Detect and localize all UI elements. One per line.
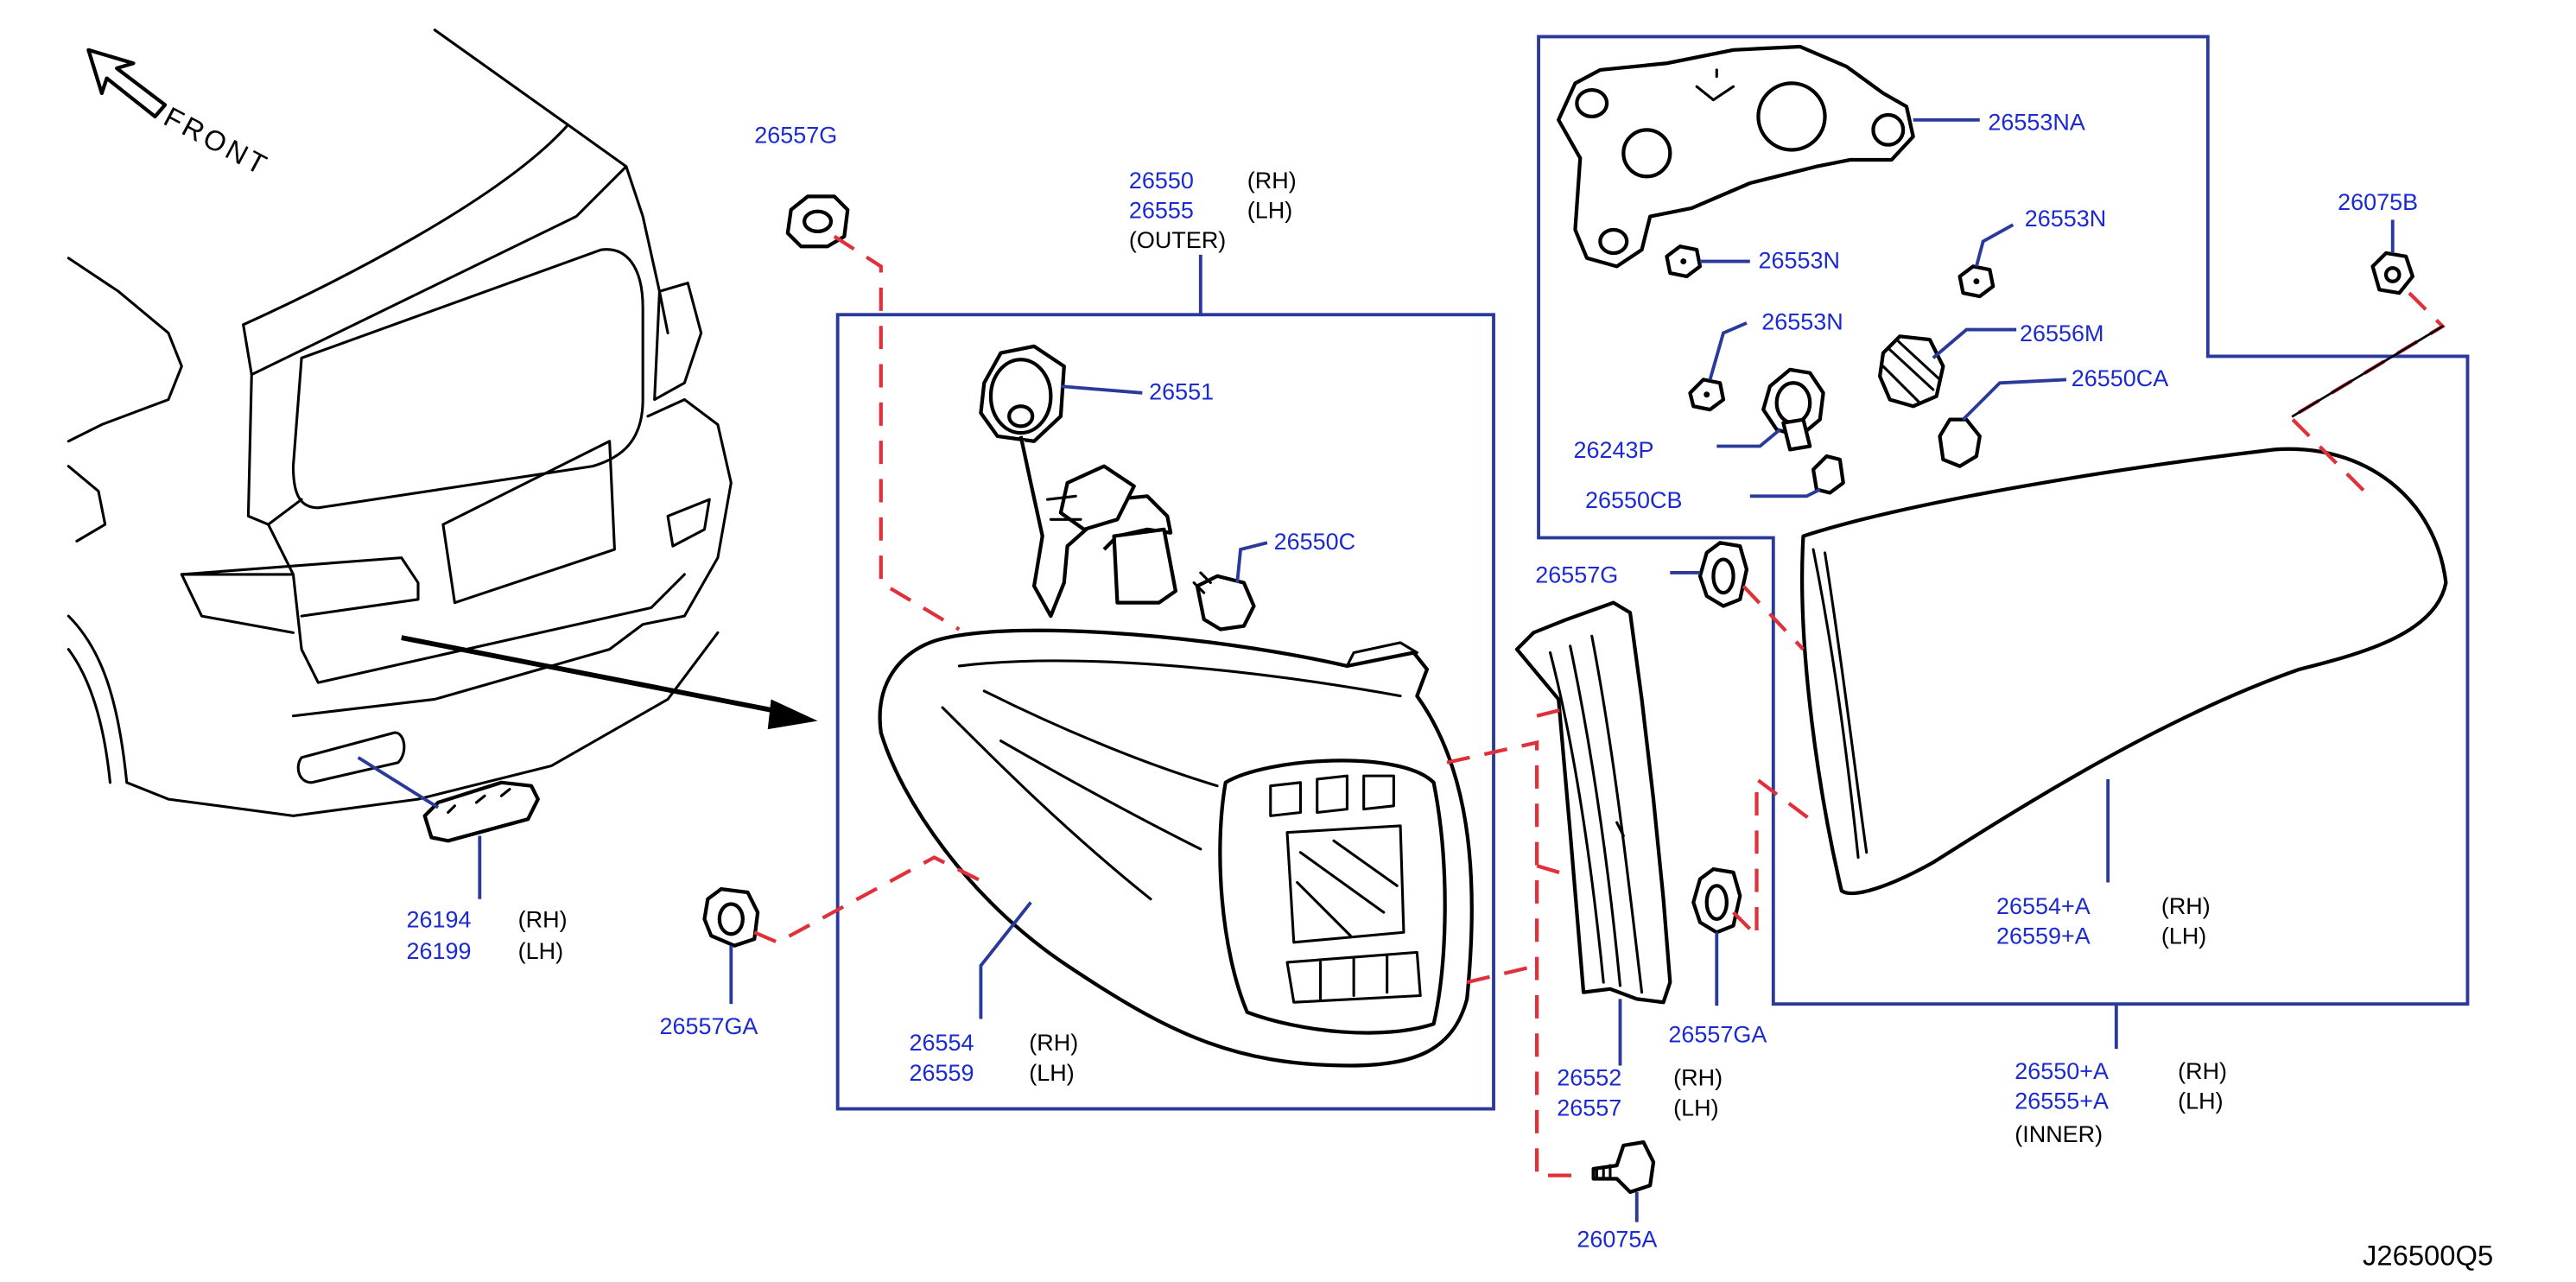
part-number-26550cb: 26550CB <box>1585 487 1682 513</box>
part-number-26557g: 26557G <box>754 123 837 149</box>
grommet-26557g-mid <box>1670 541 1805 651</box>
part-number-26559-a: 26559+A <box>1996 923 2091 949</box>
rear-reflector <box>357 756 540 899</box>
part-number-26557: 26557 <box>1557 1095 1621 1120</box>
bulb-socket-26551 <box>979 344 1143 443</box>
fit-line-outer-to-gasket <box>1446 739 1581 1177</box>
part-number-26555: 26555 <box>1129 197 1194 223</box>
part-number-26554-a: 26554+A <box>1996 893 2091 919</box>
part-number-26559: 26559 <box>910 1060 974 1086</box>
part-number-26550ca: 26550CA <box>2072 365 2168 391</box>
label-26552: 26552 (RH) 26557 (LH) <box>1557 1065 1723 1121</box>
front-label: FRONT <box>159 100 275 182</box>
part-number-26551: 26551 <box>1149 379 1214 405</box>
bulb-26550c <box>1192 541 1268 631</box>
side-rh: (RH) <box>1673 1065 1723 1091</box>
inner-lamp-group-box <box>1537 35 2470 1006</box>
label-26550-outer: 26550 (RH) 26555 (LH) (OUTER) <box>1129 168 1297 253</box>
outer-lamp-housing <box>878 628 1474 1068</box>
label-26194: 26194 (RH) 26199 (LH) <box>407 906 568 964</box>
side-lh: (LH) <box>1029 1060 1074 1086</box>
part-number-26555-a: 26555+A <box>2014 1088 2109 1114</box>
part-number-26553na: 26553NA <box>1988 109 2084 135</box>
grommet-26557ga-left <box>702 855 986 1005</box>
label-26550a-inner: 26550+A (RH) 26555+A (LH) (INNER) <box>2014 1058 2227 1147</box>
grommet-26557ga-right <box>1691 775 1811 1006</box>
nut-26553n-a <box>1665 244 1750 279</box>
bulb-26550cb <box>1749 454 1845 498</box>
bolt-26075a <box>1591 1139 1656 1222</box>
side-rh: (RH) <box>1247 168 1297 194</box>
label-26554a: 26554+A (RH) 26559+A (LH) <box>1996 893 2211 949</box>
part-number-26552: 26552 <box>1557 1065 1621 1091</box>
inner-note: (INNER) <box>2014 1121 2103 1147</box>
part-number-26550: 26550 <box>1129 168 1194 194</box>
side-rh: (RH) <box>2161 893 2211 919</box>
part-number-26553n: 26553N <box>1758 247 1839 273</box>
nut-26553n-b <box>1957 223 2014 299</box>
vehicle-rear-illustration <box>67 29 733 817</box>
part-number-26550c: 26550C <box>1274 529 1355 555</box>
bulb-socket-26556m <box>1878 327 2017 409</box>
side-rh: (RH) <box>2178 1058 2227 1084</box>
part-number-26554: 26554 <box>910 1030 974 1056</box>
inner-lamp-housing <box>1800 418 2448 896</box>
nut-26075b <box>2290 219 2446 420</box>
bulb-26550ca <box>1938 378 2067 468</box>
label-26554: 26554 (RH) 26559 (LH) <box>910 1030 1079 1086</box>
outer-note: (OUTER) <box>1129 227 1226 253</box>
nut-26553n-c <box>1688 321 1748 412</box>
part-number-26553n: 26553N <box>1761 309 1843 335</box>
part-number-26557g: 26557G <box>1535 562 1618 588</box>
side-lh: (LH) <box>518 938 563 964</box>
part-number-26557ga: 26557GA <box>659 1013 758 1039</box>
lamp-gasket-26552 <box>1514 600 1672 1066</box>
front-arrow-icon <box>86 48 168 119</box>
part-number-26194: 26194 <box>407 906 472 932</box>
outer-lamp-group-box <box>835 313 1495 1111</box>
label-26557g-top: 26557G <box>754 123 837 149</box>
location-arrow <box>401 635 818 730</box>
side-lh: (LH) <box>2161 923 2206 949</box>
part-number-26199: 26199 <box>407 938 472 964</box>
side-rh: (RH) <box>518 906 568 932</box>
lamp-bracket-26553na <box>1557 44 1980 269</box>
part-number-26557ga: 26557GA <box>1668 1021 1767 1047</box>
part-number-26075a: 26075A <box>1577 1227 1657 1253</box>
side-lh: (LH) <box>1673 1095 1718 1120</box>
part-number-26556m: 26556M <box>2020 320 2103 346</box>
diagram-reference-code: J26500Q5 <box>2363 1240 2493 1272</box>
lamp-wiring-harness <box>1018 435 1178 619</box>
part-number-26553n: 26553N <box>2025 206 2106 232</box>
part-number-26075b: 26075B <box>2338 189 2418 215</box>
bulb-socket-26243p <box>1716 367 1825 452</box>
grommet-26557g-top <box>785 194 961 631</box>
side-lh: (LH) <box>1247 197 1292 223</box>
part-number-26550-a: 26550+A <box>2014 1058 2109 1084</box>
side-lh: (LH) <box>2178 1088 2223 1114</box>
part-number-26243p: 26243P <box>1574 437 1654 463</box>
side-rh: (RH) <box>1029 1030 1078 1056</box>
front-direction-indicator: FRONT <box>86 48 275 182</box>
